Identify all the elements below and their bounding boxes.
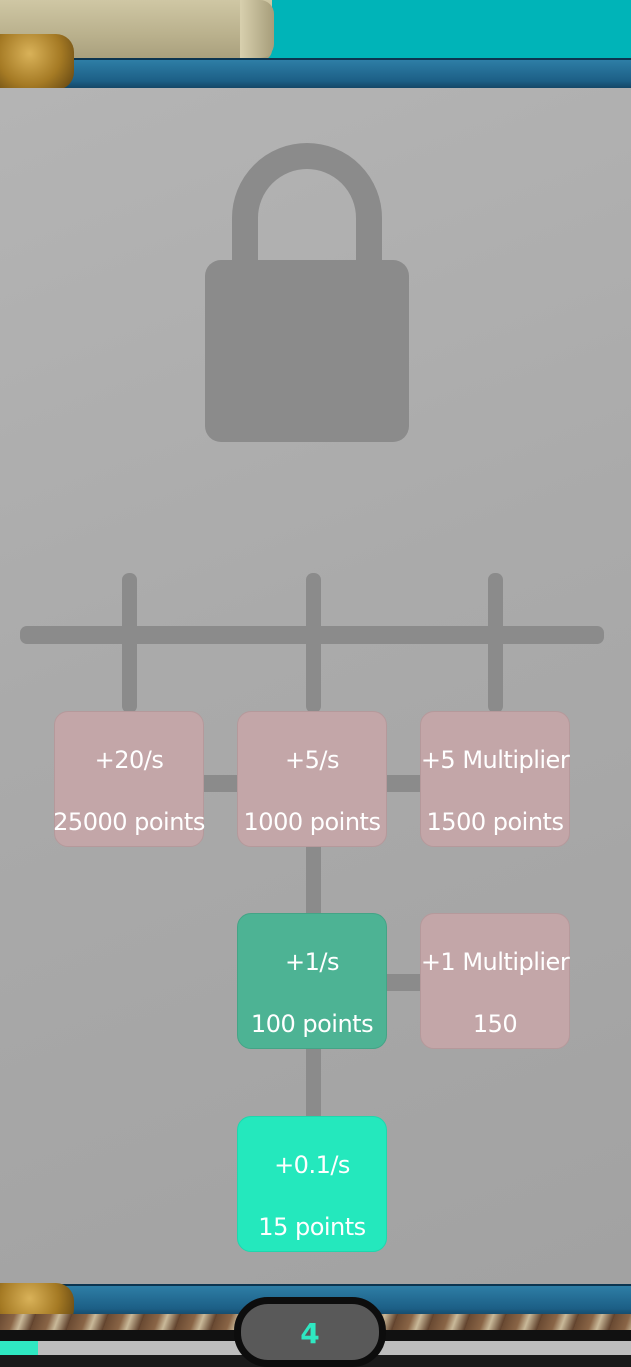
tree-link-row1-left xyxy=(200,775,242,792)
tree-link-center-lower xyxy=(306,1048,321,1118)
upgrade-label: +1 Multiplier xyxy=(420,948,570,976)
upgrade-node-plus01[interactable]: +0.1/s 15 points xyxy=(237,1116,387,1252)
upgrade-node-plus20[interactable]: +20/s 25000 points xyxy=(53,711,205,847)
level-badge: 4 xyxy=(234,1297,386,1367)
tree-branch-right xyxy=(488,573,503,713)
top-blue-bar xyxy=(0,58,631,90)
tree-link-center-upper xyxy=(306,844,321,916)
upgrade-label: +5/s xyxy=(285,746,339,774)
upgrade-cost: 1000 points xyxy=(243,808,381,836)
upgrade-label: +1/s xyxy=(285,948,339,976)
upgrade-cost: 25000 points xyxy=(53,808,205,836)
tree-branch-center xyxy=(306,573,321,713)
upgrade-label: +20/s xyxy=(94,746,164,774)
scroll-roll xyxy=(240,0,274,58)
upgrade-node-plus5[interactable]: +5/s 1000 points xyxy=(237,711,387,847)
padlock-icon xyxy=(205,143,409,442)
upgrade-cost: 15 points xyxy=(258,1213,366,1241)
tree-branch-left xyxy=(122,573,137,713)
upgrade-cost: 1500 points xyxy=(426,808,564,836)
upgrade-label: +0.1/s xyxy=(274,1151,350,1179)
upgrade-node-mult1[interactable]: +1 Multiplier 150 xyxy=(420,913,570,1049)
upgrade-node-mult5[interactable]: +5 Multiplier 1500 points xyxy=(420,711,570,847)
xp-progress-fill xyxy=(0,1341,38,1355)
level-number: 4 xyxy=(300,1317,320,1350)
upgrade-tree-panel xyxy=(0,88,631,1284)
tree-link-row2-right xyxy=(384,974,426,991)
upgrade-node-plus1[interactable]: +1/s 100 points xyxy=(237,913,387,1049)
upgrade-cost: 100 points xyxy=(250,1010,374,1038)
upgrade-cost: 150 xyxy=(472,1010,518,1038)
tree-link-row1-right xyxy=(384,775,426,792)
brass-knob-top xyxy=(0,34,74,90)
upgrade-label: +5 Multiplier xyxy=(420,746,570,774)
